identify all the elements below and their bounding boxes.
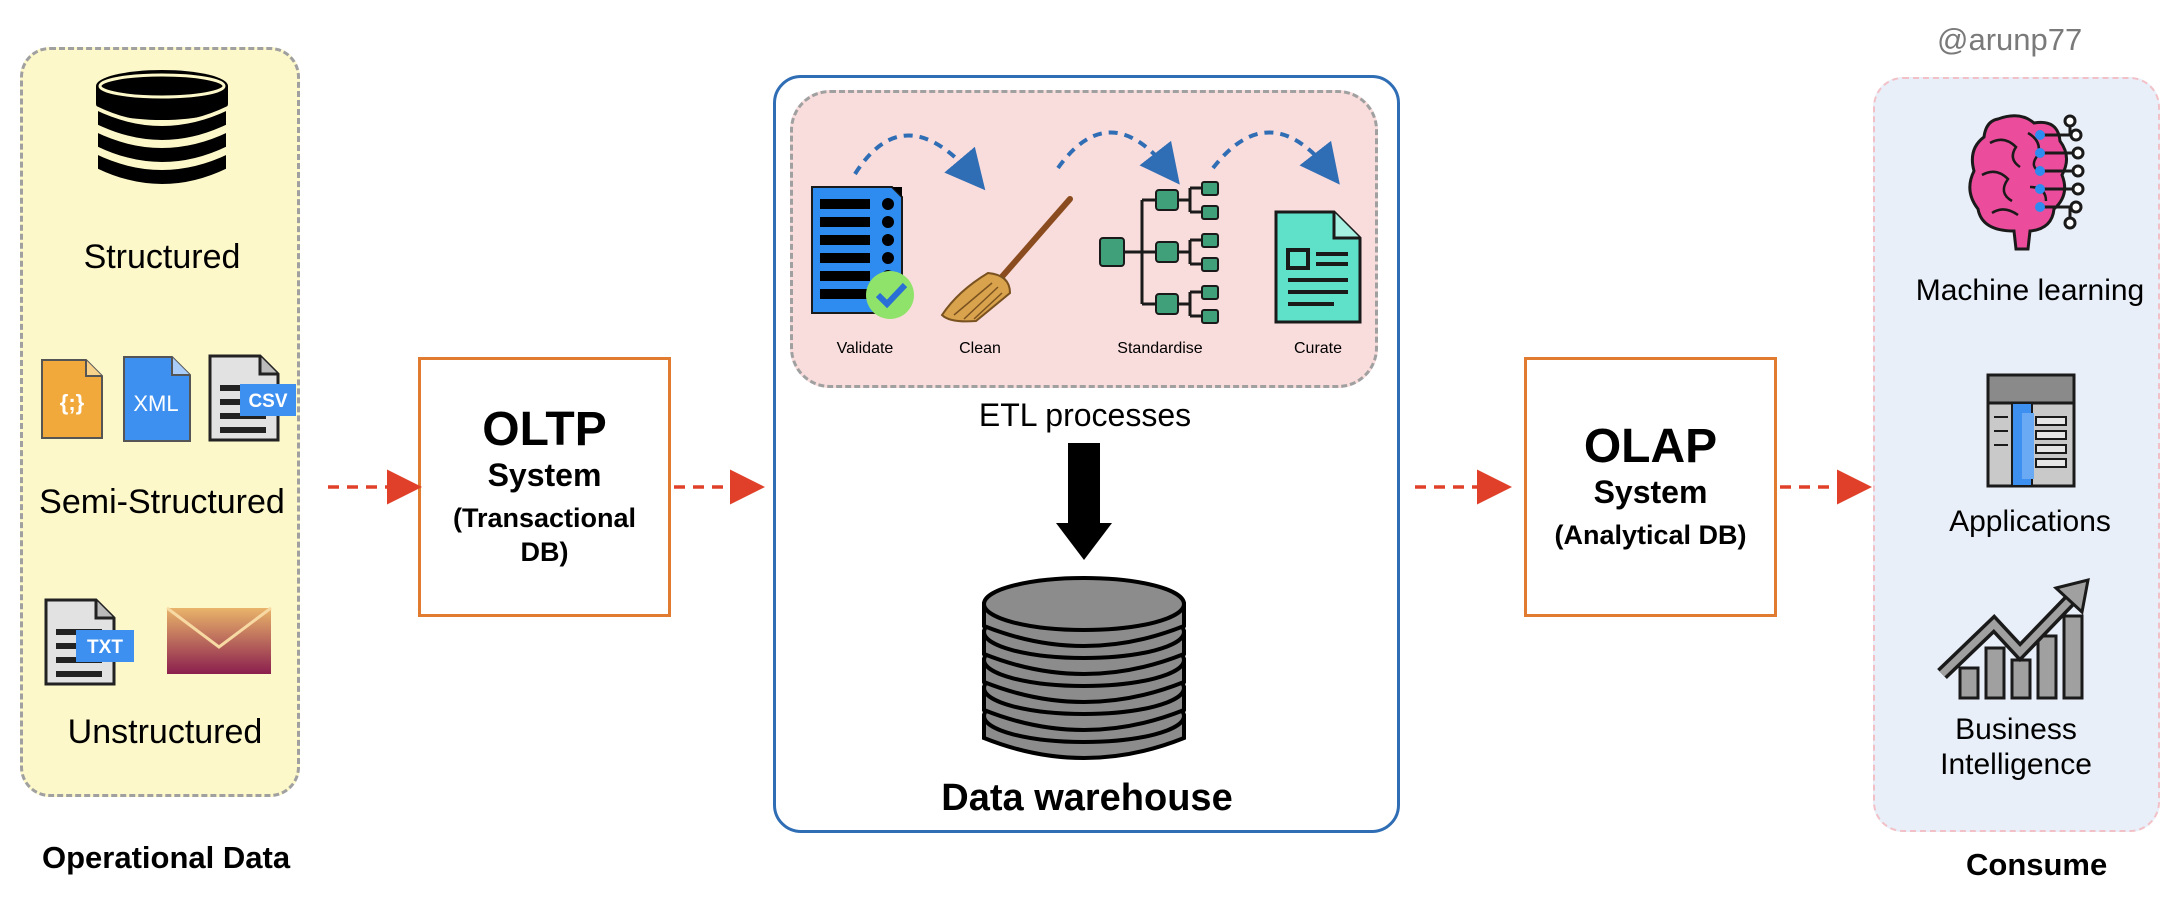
email-icon — [166, 606, 272, 674]
etl-arrow-validate-clean — [853, 133, 986, 191]
olap-title: OLAP — [1583, 420, 1718, 474]
consume-item-applications: Applications — [1949, 505, 2111, 538]
growth-chart-icon — [1937, 577, 2090, 700]
oltp-description-line1: (Transactional — [452, 503, 637, 534]
validate-checklist-icon — [811, 186, 914, 319]
csv-badge-text: CSV — [248, 391, 287, 412]
etl-step-clean: Clean — [959, 340, 1001, 357]
consume-title: Consume — [1966, 847, 2108, 882]
warehouse-database-icon — [982, 576, 1186, 760]
brain-icon — [1968, 114, 2085, 251]
curated-document-icon — [1274, 210, 1362, 324]
json-file-icon: {;} — [41, 359, 103, 439]
data-warehouse-label: Data warehouse — [941, 777, 1233, 819]
consume-item-machine-learning: Machine learning — [1915, 274, 2145, 307]
etl-step-curate: Curate — [1293, 340, 1343, 357]
csv-file-icon: CSV — [208, 354, 296, 442]
xml-file-icon: XML — [123, 356, 191, 442]
etl-arrow-clean-standardise — [1056, 130, 1180, 185]
unstructured-label: Unstructured — [67, 713, 263, 751]
oltp-title: OLTP — [482, 403, 607, 457]
oltp-description-line2: DB) — [520, 536, 569, 567]
structured-label: Structured — [83, 238, 241, 276]
etl-processes-label: ETL processes — [978, 397, 1192, 433]
olap-description: (Analytical DB) — [1554, 519, 1747, 550]
xml-badge-text: XML — [133, 391, 178, 416]
txt-file-icon: TXT — [44, 598, 134, 686]
consume-item-business: Business — [1955, 713, 2077, 746]
broom-icon — [940, 196, 1073, 323]
txt-badge-text: TXT — [87, 637, 123, 658]
application-window-icon — [1986, 373, 2076, 488]
database-icon — [94, 70, 230, 188]
hierarchy-icon — [1099, 181, 1219, 324]
consume-item-intelligence: Intelligence — [1940, 748, 2092, 781]
etl-step-validate: Validate — [836, 340, 894, 357]
oltp-subtitle: System — [487, 457, 602, 494]
data-warehouse-box — [773, 75, 1400, 833]
author-handle: @arunp77 — [1937, 22, 2083, 57]
etl-step-standardise: Standardise — [1117, 340, 1203, 357]
etl-arrow-standardise-curate — [1211, 130, 1340, 185]
olap-system-box: OLAP System (Analytical DB) — [1524, 357, 1777, 617]
json-badge-text: {;} — [60, 390, 85, 415]
oltp-system-box: OLTP System (Transactional DB) — [418, 357, 671, 617]
operational-data-title: Operational Data — [42, 840, 291, 875]
olap-subtitle: System — [1593, 474, 1708, 511]
etl-to-warehouse-arrow — [1056, 443, 1112, 560]
semi-structured-label: Semi-Structured — [39, 483, 285, 521]
